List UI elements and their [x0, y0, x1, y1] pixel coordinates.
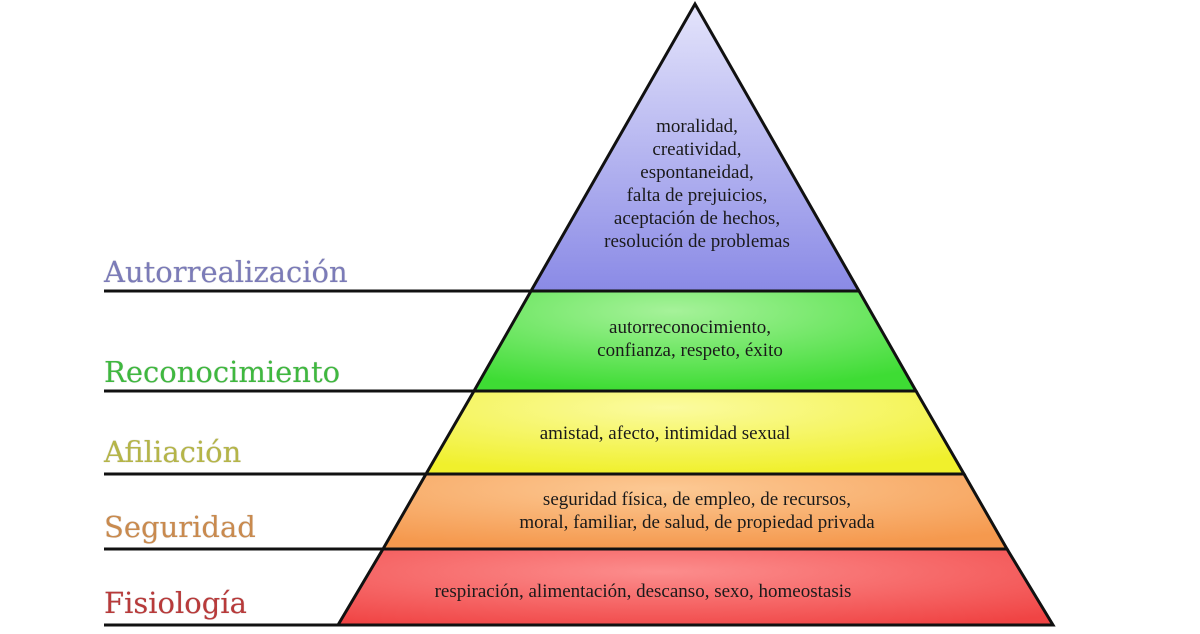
level-description-fisiologia: respiración, alimentación, descanso, sex…	[435, 580, 852, 603]
level-name-fisiologia: Fisiología	[104, 586, 247, 620]
level-description-reconocimiento: autorreconocimiento, confianza, respeto,…	[597, 316, 783, 362]
level-name-reconocimiento: Reconocimiento	[104, 355, 341, 389]
description-line: falta de prejuicios,	[626, 185, 768, 206]
level-name-afiliacion: Afiliación	[104, 435, 242, 469]
level-description-autorrealizacion: moralidad, creatividad, espontaneidad, f…	[604, 115, 790, 253]
description-line: autorreconocimiento,	[609, 317, 771, 338]
level-description-afiliacion: amistad, afecto, intimidad sexual	[540, 422, 791, 445]
pyramid-level-fisiologia	[335, 547, 1056, 627]
description-line: confianza, respeto, éxito	[597, 340, 783, 361]
description-line: seguridad física, de empleo, de recursos…	[542, 489, 852, 510]
description-line: moral, familiar, de salud, de propiedad …	[519, 512, 875, 533]
description-line: moralidad,	[656, 116, 738, 137]
level-name-seguridad: Seguridad	[104, 510, 256, 544]
description-line: espontaneidad,	[640, 162, 754, 183]
level-name-autorrealizacion: Autorrealización	[104, 255, 348, 289]
description-line: creatividad,	[652, 139, 742, 160]
description-line: amistad, afecto, intimidad sexual	[539, 423, 791, 444]
level-description-seguridad: seguridad física, de empleo, de recursos…	[519, 488, 874, 534]
description-line: aceptación de hechos,	[613, 208, 781, 229]
description-line: resolución de problemas	[604, 231, 790, 252]
description-line: respiración, alimentación, descanso, sex…	[434, 581, 852, 602]
